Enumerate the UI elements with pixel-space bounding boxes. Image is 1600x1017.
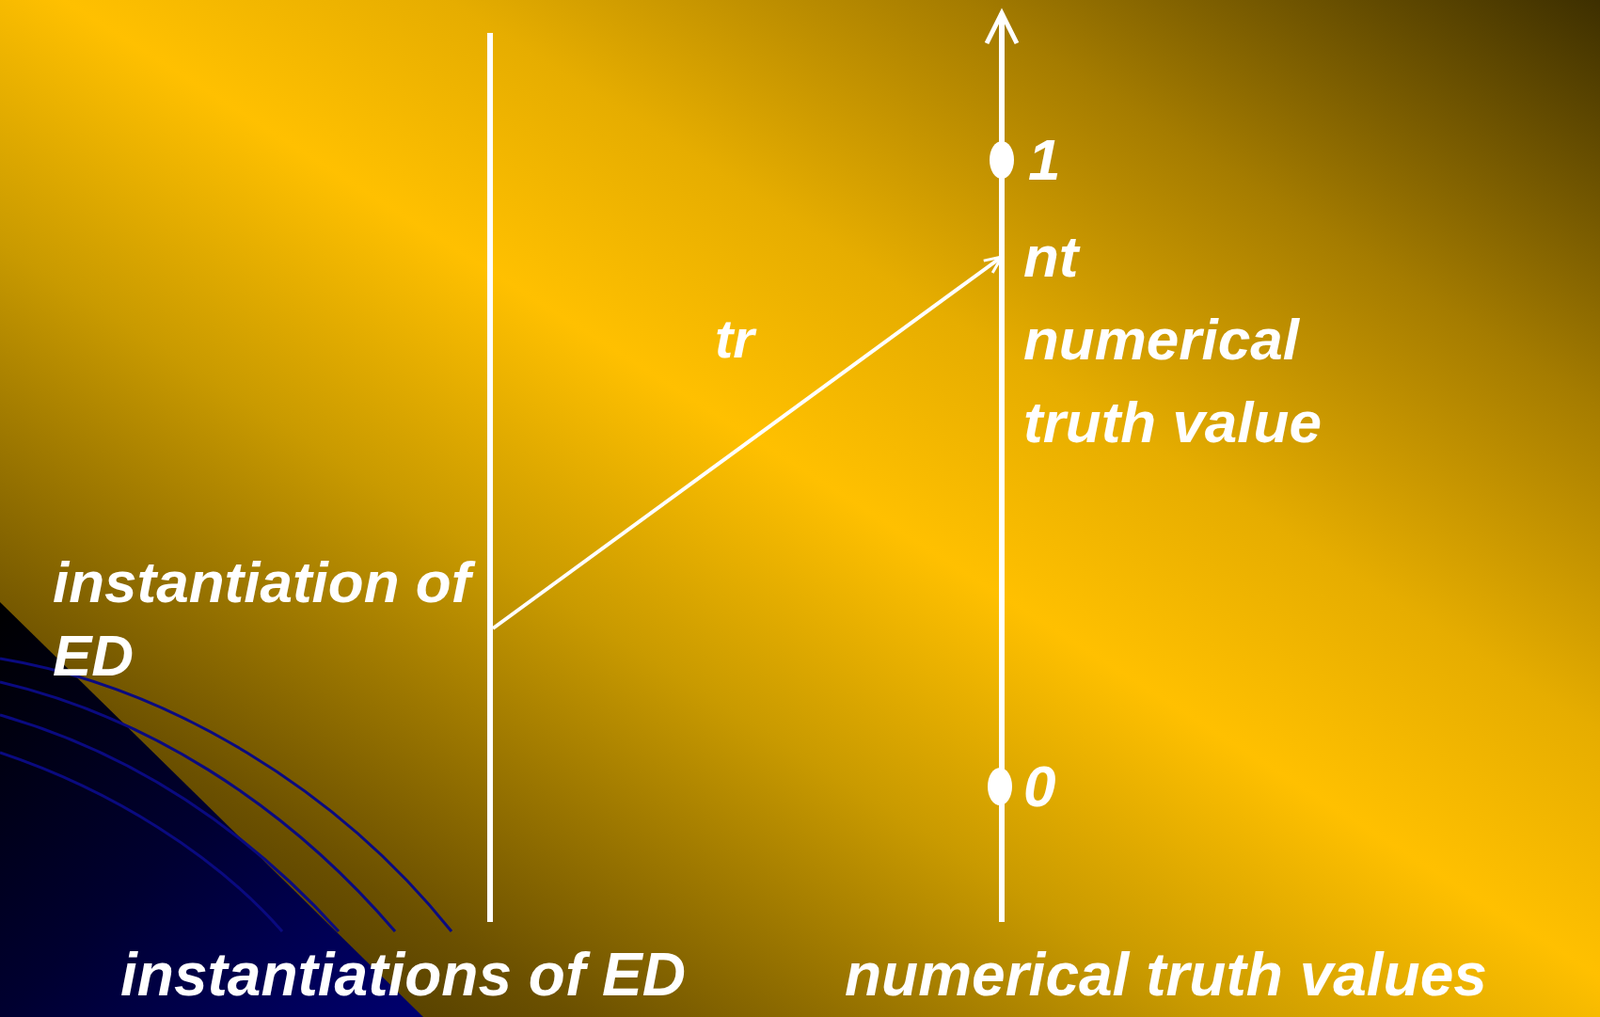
node-text: nt bbox=[1023, 215, 1428, 299]
mapping-arrow bbox=[492, 256, 1002, 629]
tick-dot bbox=[987, 767, 1013, 806]
axis-title: instantiations of ED bbox=[120, 941, 686, 1008]
tick-dot bbox=[989, 141, 1014, 179]
blue-arcs bbox=[0, 658, 452, 932]
truth-value-label: ntnumerical truth value bbox=[1001, 215, 1444, 464]
node-subtext: numerical truth value bbox=[1023, 298, 1428, 464]
tick-value: 1 bbox=[1028, 127, 1061, 192]
node-text: instantiation of ED bbox=[52, 545, 475, 693]
edge-label: tr bbox=[714, 308, 755, 369]
axis-arrowhead bbox=[986, 13, 1017, 44]
axis-title: numerical truth values bbox=[844, 941, 1488, 1008]
tick-value: 0 bbox=[1023, 754, 1056, 819]
instantiation-label: instantiation of ED bbox=[37, 545, 493, 693]
instantiation-axis bbox=[487, 32, 493, 922]
